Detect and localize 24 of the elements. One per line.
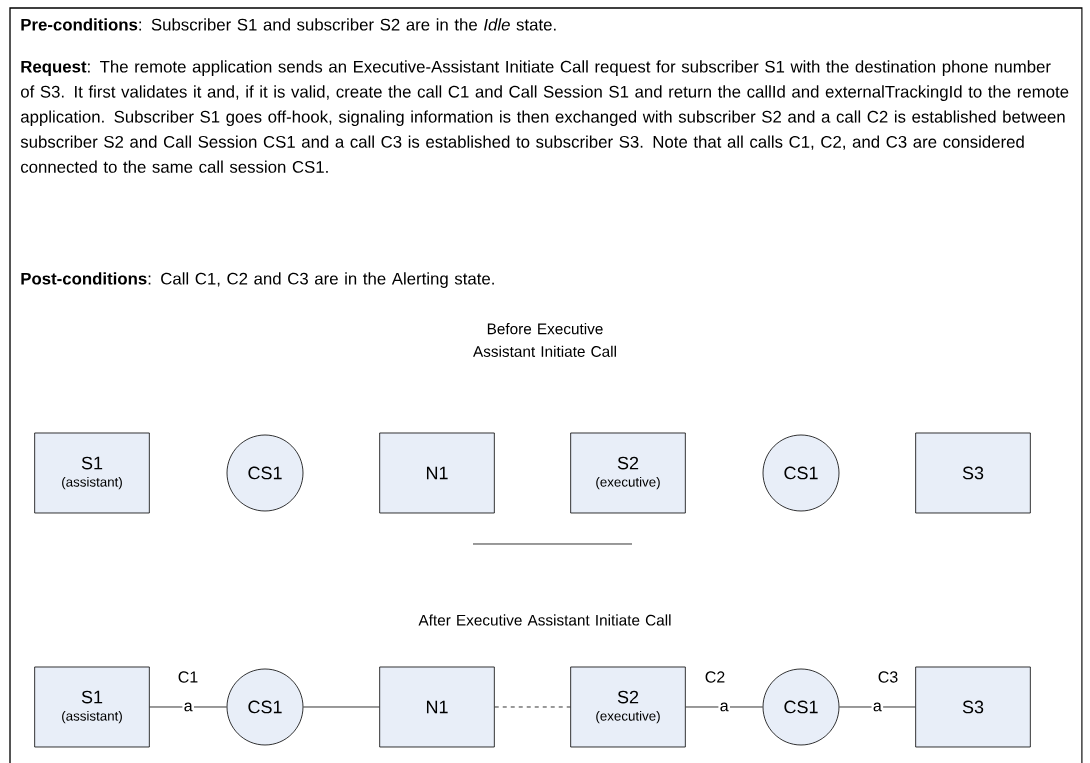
node-box: N1 xyxy=(379,432,495,514)
condition-text: Pre-conditions: Subscriber S1 and subscriber S2 are in the Idle state. xyxy=(21,18,556,31)
condition-text: Post-conditions: Call C1, C2 and C3 are in the Alerting state. xyxy=(21,272,494,288)
node-box: N1 xyxy=(379,666,495,748)
section-heading: Before Executive Assistant Initiate Call xyxy=(473,323,616,357)
edge-label: a xyxy=(871,701,884,713)
node-box: S1 (assistant) xyxy=(34,432,150,514)
connector-line xyxy=(303,706,380,708)
call-label: C1 xyxy=(178,671,198,683)
call-label: C2 xyxy=(705,671,725,683)
connector-line xyxy=(685,706,763,708)
node-box: S3 xyxy=(915,666,1031,748)
section-heading: After Executive Assistant Initiate Call xyxy=(418,614,671,626)
node-box: S1 (assistant) xyxy=(34,666,150,748)
node-box: S2 (executive) xyxy=(570,432,686,514)
connector-line xyxy=(494,706,571,708)
connector-line xyxy=(149,706,227,708)
request-text: Request: The remote application sends an Executive-Assistant Initiate Call request for subscriber S1 with the destination phone number of S3. It first validates it and, if it is valid, create the call C1 and Call Session S1 and return the callId and externalTrackingId to the remote application. Subscriber S1 goes off-hook, signaling information is then exchanged with subscriber S2 and a call C2 is established between subscriber S2 and Call Session CS1 and a call C3 is established to subscriber S3. Note that all calls C1, C2, and C3 are considered connected to the same call session CS1. xyxy=(20,60,1069,173)
node-box: S3 xyxy=(915,432,1031,514)
connector-line xyxy=(839,706,916,708)
edge-label: a xyxy=(182,701,194,713)
node-box: S2 (executive) xyxy=(570,666,686,748)
call-label: C3 xyxy=(878,671,898,683)
edge-label: a xyxy=(718,701,730,713)
